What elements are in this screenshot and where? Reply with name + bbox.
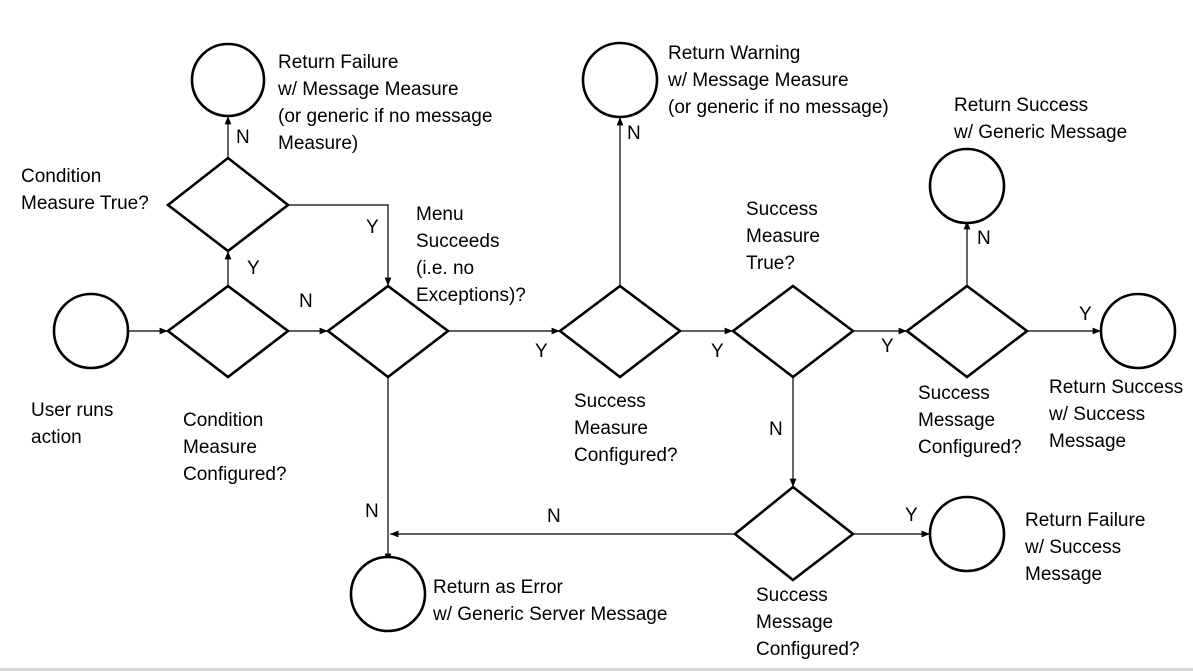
menu-succeeds-label-line: Menu	[416, 204, 464, 225]
success-configured-diamond	[557, 284, 683, 379]
return-failure-message-label-line: (or generic if no message	[278, 106, 492, 127]
return-success-success-label: Return Success w/ Success Message	[1048, 377, 1188, 452]
success-configured-label: Success Measure Configured?	[574, 391, 678, 466]
start-label-line: action	[31, 427, 82, 448]
return-error-circle	[349, 555, 427, 633]
edge-label-menu-yes: Y	[535, 341, 548, 362]
return-failure-success-label-line: Return Failure	[1025, 510, 1145, 531]
success-msg-configured-top-label-line: Success	[918, 383, 990, 404]
start-label-line: User runs	[31, 400, 113, 421]
cond-configured-label-line: Measure	[183, 437, 257, 458]
cond-configured-label-line: Configured?	[183, 464, 287, 485]
success-msg-configured-bottom-label-line: Configured?	[756, 639, 860, 660]
return-failure-message-label-line: Measure)	[278, 133, 358, 154]
return-success-success-label-line: w/ Success	[1048, 404, 1145, 425]
edge-label-cond-true-yes: Y	[366, 217, 379, 238]
return-warning-label-line: Return Warning	[668, 43, 800, 64]
success-true-label: Success Measure True?	[746, 199, 825, 274]
menu-succeeds-diamond	[325, 284, 451, 379]
start-label: User runs action	[31, 400, 119, 448]
return-error-label: Return as Error w/ Generic Server Messag…	[432, 577, 667, 625]
return-failure-message-label: Return Failure w/ Message Measure (or ge…	[277, 52, 498, 154]
return-success-success-circle	[1099, 292, 1177, 370]
edge-label-cond-configured-no: N	[299, 291, 313, 312]
success-true-label-line: True?	[746, 253, 795, 274]
edges	[128, 116, 1101, 562]
return-failure-success-label-line: w/ Success	[1024, 537, 1121, 558]
success-msg-configured-bottom-diamond	[732, 485, 856, 582]
bottom-rule	[0, 668, 1193, 671]
edge-label-menu-no: N	[365, 501, 379, 522]
return-failure-success-label-line: Message	[1025, 564, 1102, 585]
menu-succeeds-label: Menu Succeeds (i.e. no Exceptions)?	[416, 204, 526, 306]
edge-label-success-configured-yes: Y	[711, 341, 724, 362]
edge-label-success-msg-bottom-yes: Y	[905, 505, 918, 526]
success-msg-configured-top-diamond	[904, 284, 1030, 379]
edge-label-success-msg-top-no: N	[977, 228, 991, 249]
edge-label-cond-configured-yes: Y	[247, 258, 260, 279]
return-success-generic-label: Return Success w/ Generic Message	[953, 95, 1127, 143]
cond-configured-label: Condition Measure Configured?	[183, 410, 287, 485]
return-error-label-line: w/ Generic Server Message	[432, 604, 667, 625]
success-msg-configured-bottom-label: Success Message Configured?	[756, 585, 860, 660]
success-configured-label-line: Measure	[574, 418, 648, 439]
return-warning-label-line: (or generic if no message)	[668, 97, 889, 118]
return-failure-message-label-line: Return Failure	[278, 52, 398, 73]
cond-true-label-line: Condition	[21, 166, 101, 187]
success-msg-configured-top-label: Success Message Configured?	[918, 383, 1022, 458]
return-warning-label-line: w/ Message Measure	[667, 70, 849, 91]
cond-configured-diamond	[165, 284, 291, 379]
menu-succeeds-label-line: (i.e. no	[416, 258, 474, 279]
return-failure-message-label-line: w/ Message Measure	[277, 79, 459, 100]
edge-label-success-configured-no: N	[627, 123, 641, 144]
node-labels: User runs action Condition Measure Confi…	[21, 43, 1188, 660]
cond-true-label: Condition Measure True?	[21, 166, 149, 214]
cond-true-label-line: Measure True?	[21, 193, 149, 214]
return-success-generic-label-line: w/ Generic Message	[953, 122, 1127, 143]
shapes	[52, 41, 1177, 633]
return-success-generic-label-line: Return Success	[954, 95, 1088, 116]
success-true-diamond	[730, 284, 856, 379]
edge-label-success-msg-bottom-no: N	[547, 506, 561, 527]
edge-label-success-true-no: N	[769, 419, 783, 440]
edge-labels: N Y Y N N Y N Y N Y N Y N Y	[236, 123, 1092, 527]
cond-true-diamond	[165, 156, 291, 253]
return-warning-circle	[581, 41, 659, 119]
success-configured-label-line: Configured?	[574, 445, 678, 466]
success-msg-configured-top-label-line: Configured?	[918, 437, 1022, 458]
return-success-success-label-line: Message	[1049, 431, 1126, 452]
start-circle	[52, 292, 130, 370]
edge-label-success-true-yes: Y	[881, 336, 894, 357]
menu-succeeds-label-line: Exceptions)?	[416, 285, 526, 306]
return-success-success-label-line: Return Success	[1049, 377, 1183, 398]
return-error-label-line: Return as Error	[433, 577, 564, 598]
menu-succeeds-label-line: Succeeds	[416, 231, 499, 252]
return-success-generic-circle	[928, 147, 1006, 225]
return-failure-success-label: Return Failure w/ Success Message	[1024, 510, 1151, 585]
success-configured-label-line: Success	[574, 391, 646, 412]
success-msg-configured-bottom-label-line: Message	[756, 612, 833, 633]
cond-configured-label-line: Condition	[183, 410, 263, 431]
return-failure-success-circle	[928, 495, 1006, 573]
edge-label-cond-true-no: N	[236, 127, 250, 148]
success-msg-configured-bottom-label-line: Success	[756, 585, 828, 606]
edge-label-success-msg-top-yes: Y	[1079, 304, 1092, 325]
success-msg-configured-top-label-line: Message	[918, 410, 995, 431]
success-true-label-line: Success	[746, 199, 818, 220]
return-failure-message-circle	[190, 42, 266, 118]
success-true-label-line: Measure	[746, 226, 820, 247]
return-warning-label: Return Warning w/ Message Measure (or ge…	[667, 43, 889, 118]
edge-cond-true-to-menu	[288, 204, 392, 286]
